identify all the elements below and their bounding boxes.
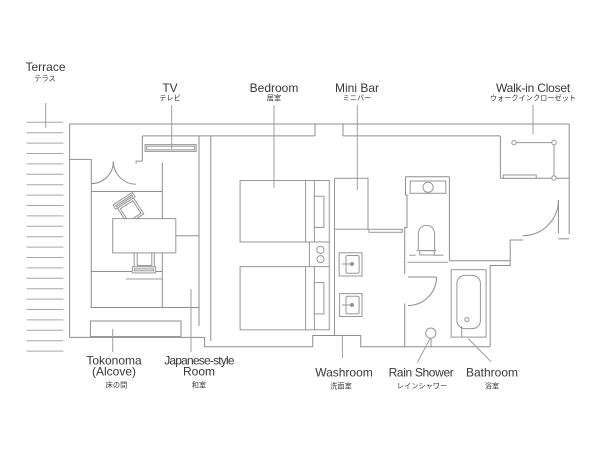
svg-text:Japanese-style: Japanese-style xyxy=(164,354,235,368)
svg-text:和室: 和室 xyxy=(192,380,206,389)
svg-text:洗面室: 洗面室 xyxy=(330,382,352,391)
svg-text:(Alcove): (Alcove) xyxy=(92,365,136,379)
svg-text:Washroom: Washroom xyxy=(315,366,373,380)
svg-text:Walk-in Closet: Walk-in Closet xyxy=(496,81,571,95)
svg-text:床の間: 床の間 xyxy=(106,380,128,389)
svg-text:Bathroom: Bathroom xyxy=(466,366,518,380)
svg-text:TV: TV xyxy=(162,81,177,95)
svg-text:ミニバー: ミニバー xyxy=(343,94,372,103)
svg-text:ウォークインクローゼット: ウォークインクローゼット xyxy=(490,94,576,103)
svg-text:レインシャワー: レインシャワー xyxy=(397,382,447,391)
svg-text:Rain Shower: Rain Shower xyxy=(389,366,454,380)
svg-text:Tokonoma: Tokonoma xyxy=(86,354,142,368)
svg-text:テレビ: テレビ xyxy=(159,94,181,103)
svg-text:浴室: 浴室 xyxy=(485,382,499,391)
svg-text:テラス: テラス xyxy=(34,74,55,83)
svg-text:居室: 居室 xyxy=(267,94,281,103)
svg-text:Bedroom: Bedroom xyxy=(250,81,299,95)
svg-text:Terrace: Terrace xyxy=(25,60,65,74)
svg-text:Room: Room xyxy=(183,365,215,379)
svg-text:Mini Bar: Mini Bar xyxy=(335,81,379,95)
